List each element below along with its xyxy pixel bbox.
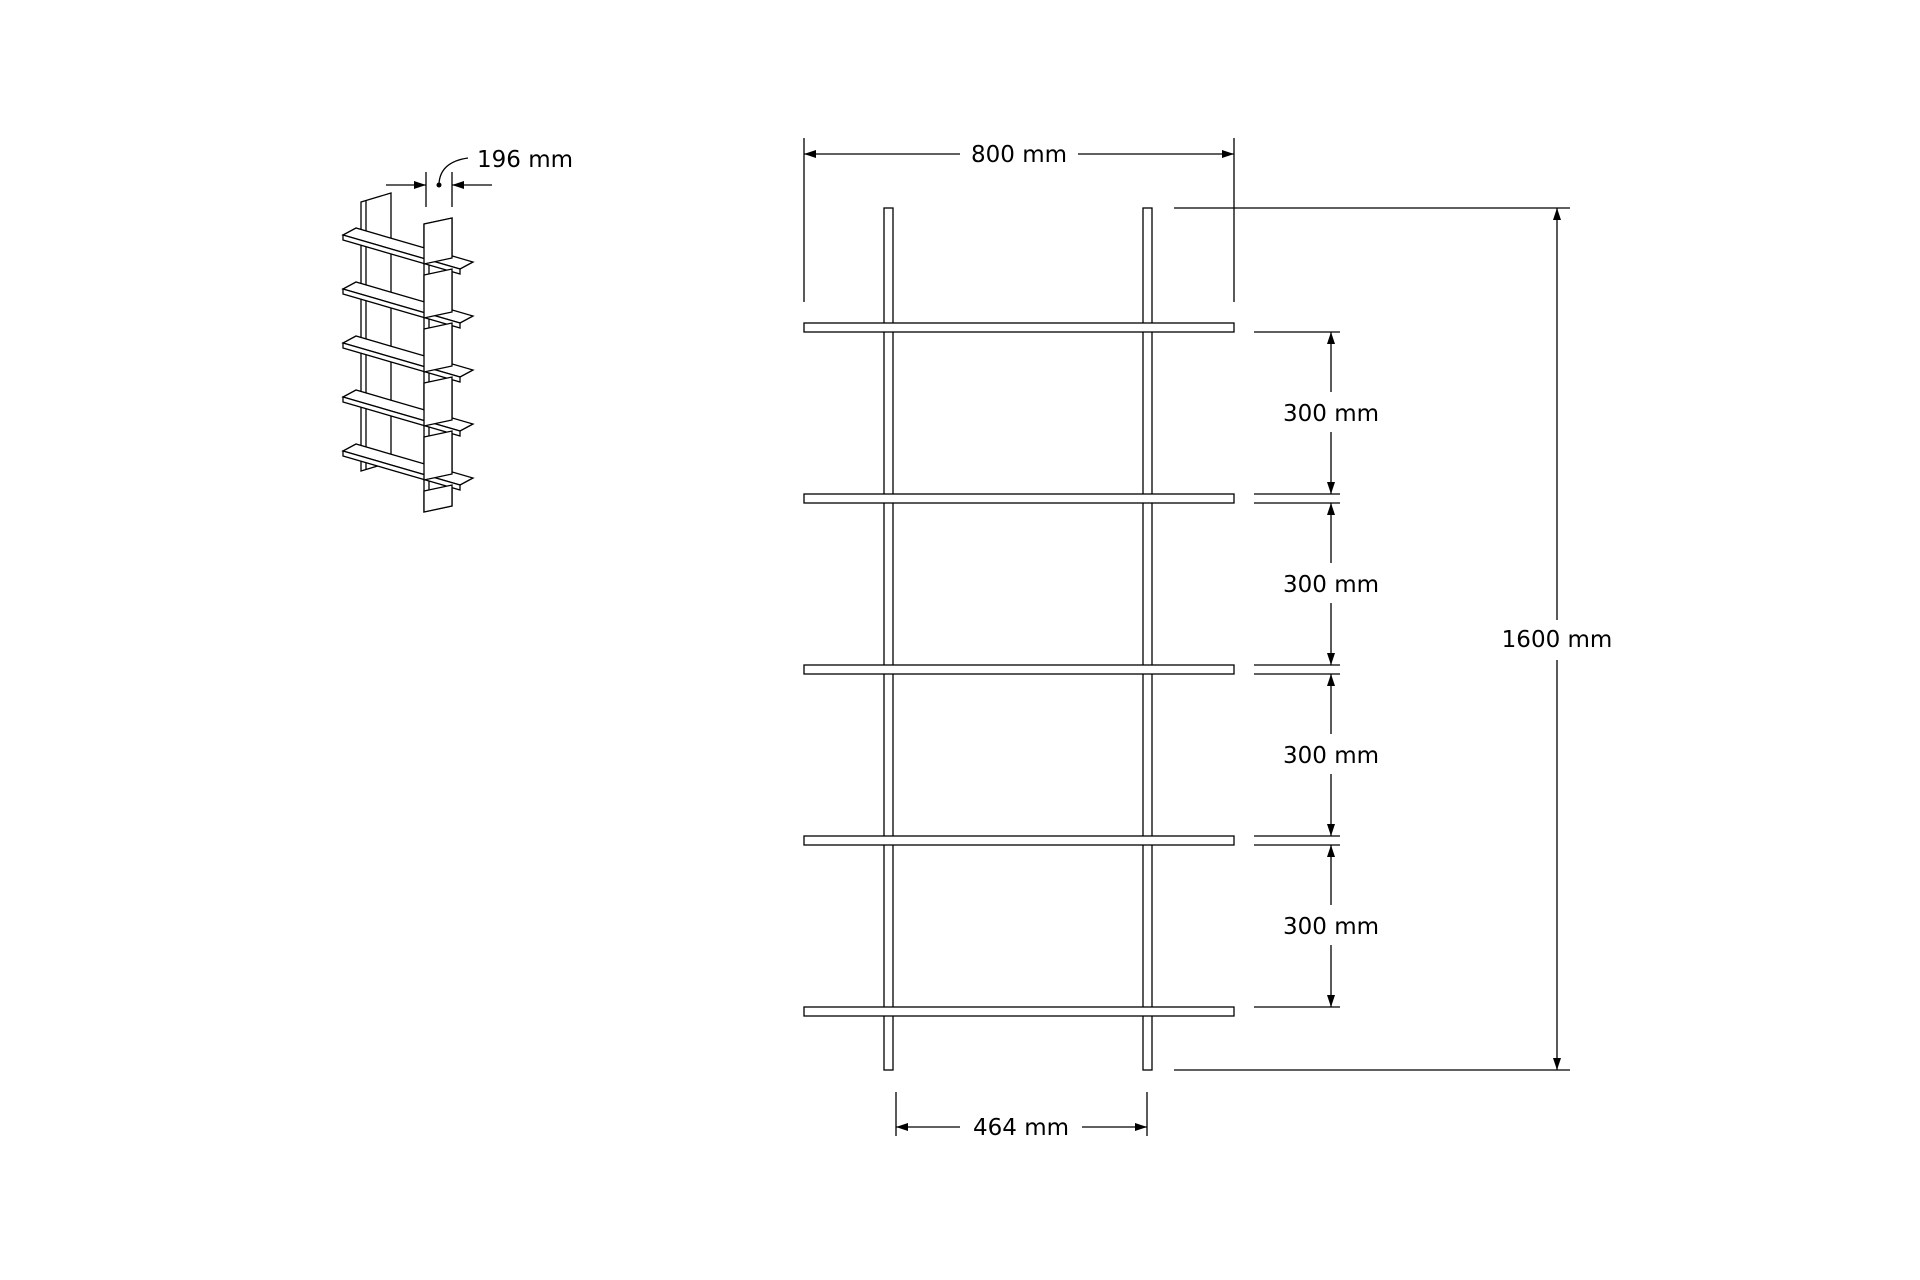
iso-shelf-front bbox=[342, 234, 461, 275]
height-label: 1600 mm bbox=[1502, 627, 1613, 653]
iso-right-upright-front bbox=[423, 430, 453, 481]
upright-spacing-label: 464 mm bbox=[973, 1115, 1069, 1141]
spacing-1-label: 300 mm bbox=[1283, 401, 1379, 427]
width-label: 800 mm bbox=[971, 142, 1067, 168]
iso-depth-dot bbox=[436, 182, 442, 188]
shelf-3 bbox=[803, 664, 1235, 675]
depth-label: 196 mm bbox=[477, 147, 573, 173]
iso-right-upright-front bbox=[423, 484, 453, 513]
shelf-4 bbox=[803, 835, 1235, 846]
iso-right-upright-front bbox=[423, 376, 453, 427]
iso-right-upright-front bbox=[423, 322, 453, 373]
iso-shelf-front bbox=[342, 288, 461, 329]
shelf-spacing-dims: 300 mm 300 mm 300 mm 300 mm bbox=[1254, 331, 1379, 1008]
iso-shelf-front bbox=[342, 396, 461, 437]
front-elevation: 800 mm 1600 mm 300 mm 300 mm 300 mm bbox=[803, 138, 1613, 1141]
spacing-2-label: 300 mm bbox=[1283, 572, 1379, 598]
shelf-2 bbox=[803, 493, 1235, 504]
iso-shelf-front bbox=[342, 342, 461, 383]
shelves bbox=[803, 322, 1235, 1017]
right-upright bbox=[1142, 207, 1153, 1071]
iso-shelf-front bbox=[342, 450, 461, 491]
spacing-3-label: 300 mm bbox=[1283, 743, 1379, 769]
left-upright bbox=[883, 207, 894, 1071]
shelf-5 bbox=[803, 1006, 1235, 1017]
iso-depth-leader bbox=[438, 157, 469, 185]
shelf-1 bbox=[803, 322, 1235, 333]
iso-right-upright-front bbox=[423, 217, 453, 265]
spacing-4-label: 300 mm bbox=[1283, 914, 1379, 940]
isometric-view: 196 mm bbox=[341, 147, 573, 513]
iso-right-upright-front bbox=[423, 268, 453, 319]
